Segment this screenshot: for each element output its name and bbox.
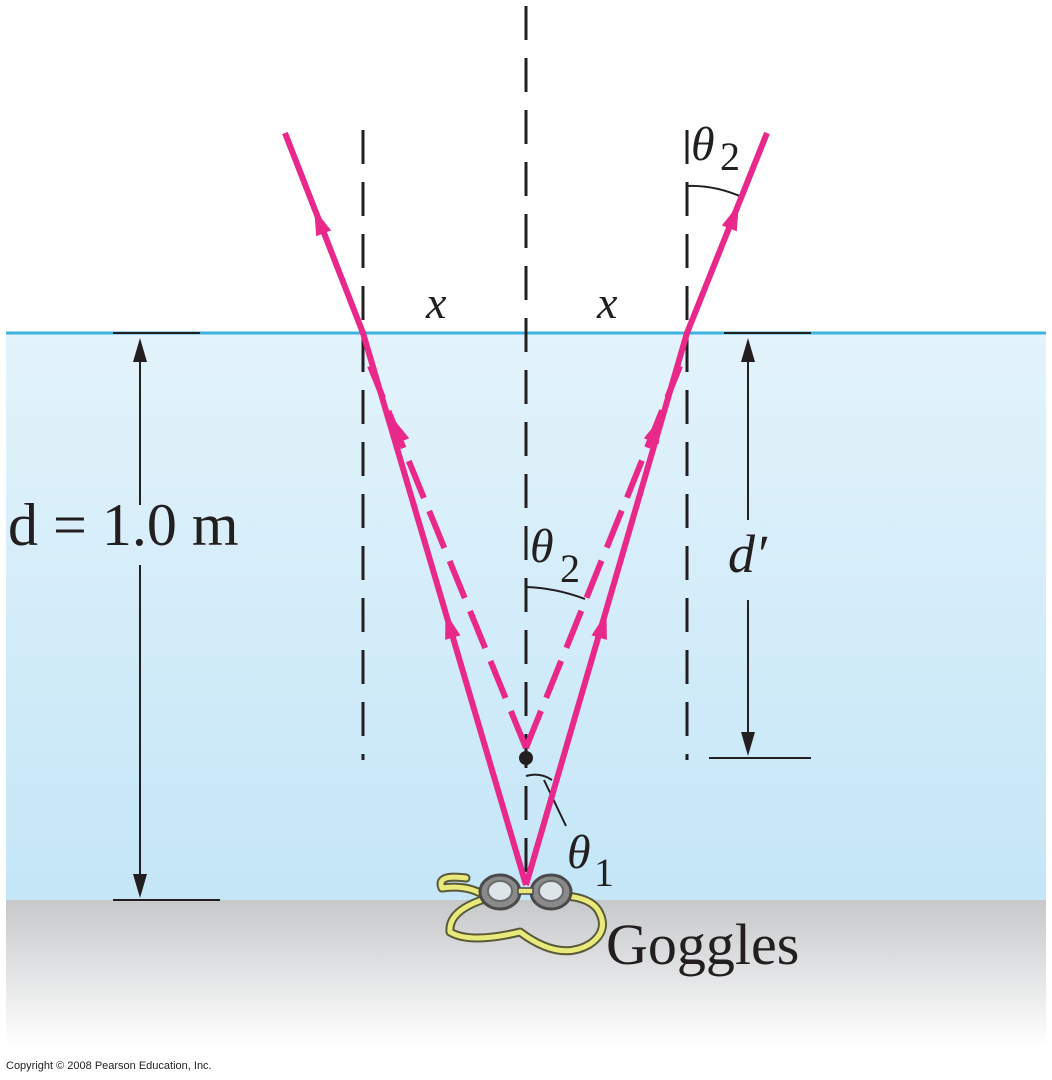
left-ray [282, 131, 529, 886]
right-ray [523, 131, 770, 886]
apparent-depth-dimension [741, 338, 755, 756]
theta2-label-middle: θ 2 [530, 520, 580, 591]
svg-text:2: 2 [560, 546, 580, 591]
theta2-label-top: θ 2 [691, 118, 740, 179]
theta2-arc-middle [525, 586, 586, 600]
arrowhead-icon [391, 417, 410, 445]
pool-floor [6, 900, 1046, 1048]
x-label-right: x [596, 277, 618, 328]
arrowhead-icon [445, 612, 461, 640]
arrowhead-icon [133, 874, 147, 898]
arrowhead-icon [643, 417, 661, 445]
arrowhead-icon [741, 732, 755, 756]
theta1-label: θ 1 [567, 826, 614, 895]
light-rays [282, 131, 770, 886]
apparent-image-dot [519, 751, 533, 765]
theta1-arc [525, 773, 553, 781]
ray-arrowheads [314, 204, 739, 640]
svg-text:2: 2 [720, 134, 740, 179]
svg-text:θ: θ [691, 118, 715, 171]
arrowhead-icon [133, 338, 147, 362]
depth-dimension [133, 338, 147, 898]
arrowhead-icon [314, 209, 332, 237]
arrowhead-icon [741, 338, 755, 362]
copyright-notice: Copyright © 2008 Pearson Education, Inc. [6, 1060, 212, 1072]
theta1-leader-line [543, 779, 567, 827]
swim-goggles-icon [436, 872, 607, 956]
depth-label: d = 1.0 m [8, 492, 239, 558]
svg-text:θ: θ [567, 826, 591, 879]
svg-text:θ: θ [530, 520, 554, 573]
x-label-left: x [425, 277, 447, 328]
apparent-depth-label: d′ [728, 524, 768, 584]
goggles-label: Goggles [606, 912, 799, 977]
arrowhead-icon [721, 204, 739, 232]
svg-text:1: 1 [594, 850, 614, 895]
arrowhead-icon [591, 612, 607, 640]
theta2-arc-top [686, 184, 745, 199]
